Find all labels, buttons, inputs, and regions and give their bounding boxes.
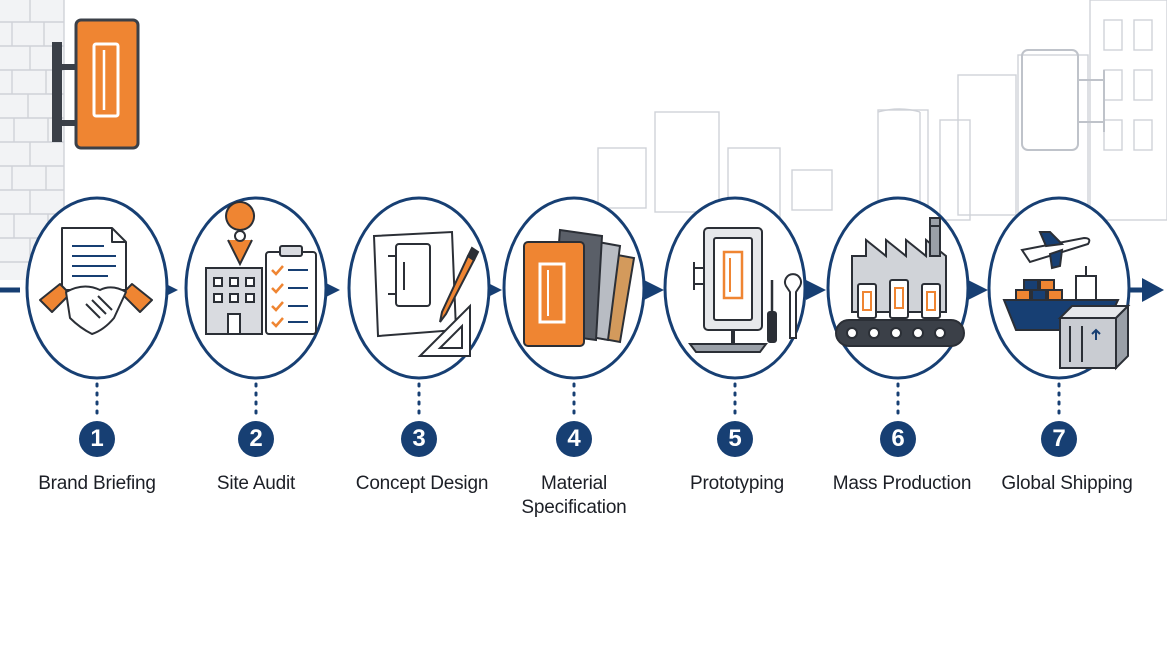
step-1-number: 1	[79, 421, 115, 457]
step-6-label: Mass Production	[832, 473, 972, 494]
step-5-number: 5	[717, 421, 753, 457]
step-3-label: Concept Design	[355, 473, 489, 494]
material-panels-icon	[523, 228, 636, 347]
skyline	[597, 0, 1167, 226]
step-5-label: Prototyping	[690, 473, 784, 494]
orange-blade-sign	[52, 18, 140, 150]
step-3-number: 3	[401, 421, 437, 457]
step-2-number: 2	[238, 421, 274, 457]
step-1-label: Brand Briefing	[38, 473, 156, 494]
factory-conveyor-icon	[835, 217, 965, 347]
step-4-number: 4	[556, 421, 592, 457]
sign-prototype-tools-icon	[688, 227, 802, 353]
step-6-number: 6	[880, 421, 916, 457]
step-4-label: Material Specification	[521, 473, 627, 518]
sketch-pencil-ruler-icon	[372, 230, 480, 357]
ship-plane-crate-icon	[1002, 231, 1131, 371]
step-7-number: 7	[1041, 421, 1077, 457]
step-7-label: Global Shipping	[1001, 473, 1133, 494]
blank-sign-sketch	[1021, 49, 1105, 151]
handshake-document-icon	[39, 227, 153, 335]
dotted-connectors	[95, 382, 1061, 418]
building-checklist-icon	[205, 201, 317, 335]
step-2-label: Site Audit	[216, 473, 296, 494]
